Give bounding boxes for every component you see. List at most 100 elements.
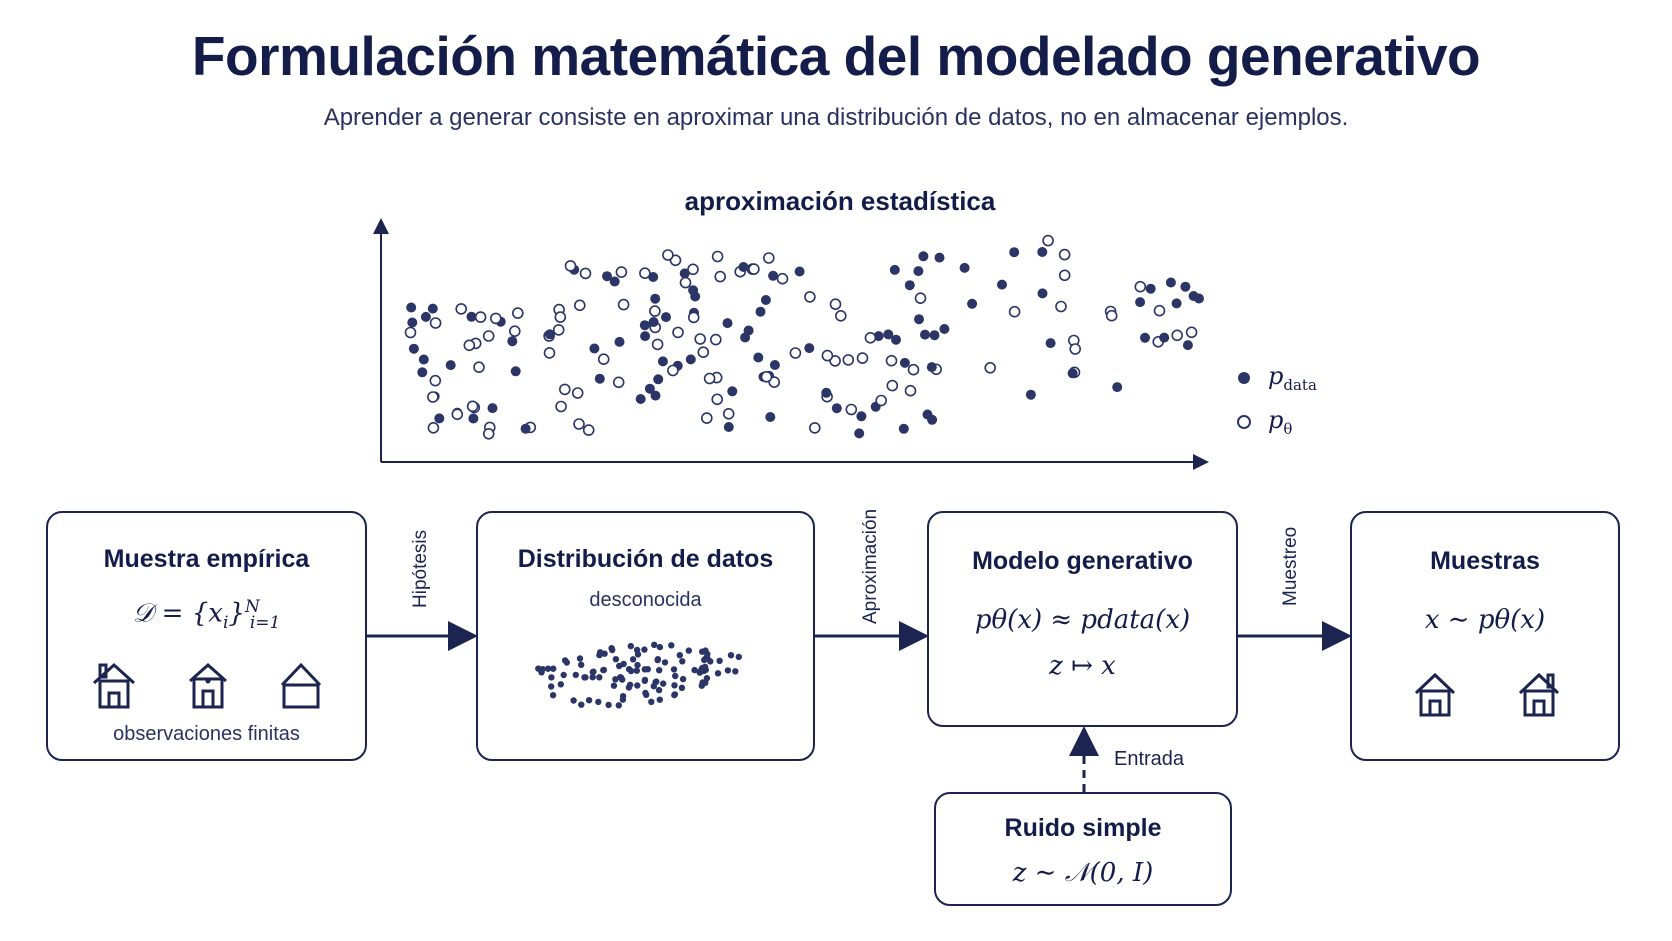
cloud-point xyxy=(582,674,589,681)
box-empirical-sample: Muestra empírica 𝒟 = {xi}Ni=1 observacio… xyxy=(46,511,367,761)
scatter-point xyxy=(1171,329,1183,342)
scatter-point xyxy=(1105,309,1118,322)
cloud-point xyxy=(701,663,709,671)
scatter-point xyxy=(1180,281,1191,292)
cloud-point xyxy=(732,668,739,675)
scatter-point xyxy=(1025,389,1036,400)
cloud-point xyxy=(660,680,667,687)
cloud-point xyxy=(563,659,570,666)
cloud-point xyxy=(641,677,648,684)
model-mapping: z ↦ x xyxy=(1049,651,1116,681)
cloud-point xyxy=(578,661,585,668)
scatter-point xyxy=(555,400,567,413)
empirical-caption: observaciones finitas xyxy=(113,723,300,745)
scatter-point xyxy=(821,387,832,398)
scatter-point xyxy=(651,338,664,351)
scatter-point xyxy=(1171,298,1182,309)
scatter-point xyxy=(406,302,417,313)
scatter-point xyxy=(765,412,776,422)
scatter-point xyxy=(776,272,789,285)
scatter-point xyxy=(1055,300,1067,313)
scatter-point xyxy=(657,356,668,367)
cloud-point xyxy=(679,658,686,665)
scatter-point xyxy=(466,311,477,322)
cloud-point xyxy=(610,682,618,689)
scatter-point xyxy=(482,427,495,440)
scatter-point xyxy=(959,262,970,273)
scatter-point xyxy=(558,383,571,396)
scatter-point xyxy=(709,333,722,346)
cloud-point xyxy=(609,646,616,654)
scatter-point xyxy=(927,414,938,425)
scatter-point xyxy=(662,249,674,261)
cloud-point xyxy=(727,652,735,659)
cloud-point xyxy=(648,698,655,705)
scatter-point xyxy=(804,343,815,354)
cloud-point xyxy=(629,656,637,663)
scatter-point xyxy=(594,373,605,384)
scatter-point xyxy=(672,326,684,339)
scatter-point xyxy=(688,285,699,296)
scatter-point xyxy=(455,303,468,315)
cloud-point xyxy=(605,701,612,709)
scatter-point xyxy=(762,252,775,264)
scatter-point xyxy=(864,331,877,344)
scatter-point xyxy=(650,390,661,401)
label-hypothesis: Hipótesis xyxy=(410,529,431,608)
cloud-point xyxy=(703,675,711,682)
cloud-point xyxy=(589,674,596,681)
scatter-point xyxy=(667,364,679,377)
scatter-point xyxy=(482,330,495,342)
scatter-point xyxy=(834,309,847,322)
scatter-point xyxy=(473,361,485,374)
cloud-point xyxy=(676,652,683,659)
house-icon xyxy=(189,662,227,709)
cloud-point xyxy=(704,655,711,662)
cloud-point xyxy=(661,659,669,666)
scatter-point xyxy=(507,336,518,347)
scatter-point xyxy=(404,326,417,339)
cloud-point xyxy=(644,666,651,673)
cloud-point xyxy=(652,678,659,686)
legend-label-ptheta: pθ xyxy=(1268,406,1293,438)
scatter-point xyxy=(434,413,445,424)
scatter-point xyxy=(926,362,937,373)
scatter-point xyxy=(649,305,661,317)
scatter-point xyxy=(685,354,696,365)
distribution-subtitle: desconocida xyxy=(589,589,702,611)
scatter-point xyxy=(711,250,724,263)
scatter-point xyxy=(760,295,771,305)
page-title: Formulación matemática del modelado gene… xyxy=(191,25,1481,87)
scatter-point xyxy=(418,354,429,365)
cloud-point xyxy=(572,671,579,679)
scatter-point xyxy=(573,418,585,430)
scatter-point xyxy=(1153,304,1166,317)
scatter-point xyxy=(639,320,650,331)
scatter-point xyxy=(898,423,909,434)
scatter-point xyxy=(854,428,865,439)
cloud-point xyxy=(643,691,650,698)
scatter-point xyxy=(687,311,700,324)
scatter-point xyxy=(602,271,612,282)
scatter-point xyxy=(1069,343,1081,355)
cloud-point xyxy=(697,667,705,674)
house-icon xyxy=(1518,672,1560,717)
scatter-point xyxy=(899,357,910,368)
cloud-point xyxy=(620,660,627,668)
cloud-point xyxy=(612,676,619,683)
scatter-point xyxy=(743,325,754,336)
scatter-point xyxy=(511,307,524,319)
scatter-point xyxy=(1194,293,1204,304)
house-icon xyxy=(280,662,322,709)
cloud-point xyxy=(548,674,555,681)
scatter-points xyxy=(404,234,1204,440)
scatter-point xyxy=(648,272,659,282)
scatter-point xyxy=(727,386,738,397)
scatter-point xyxy=(984,361,997,374)
scatter-point xyxy=(564,260,577,272)
scatter-point xyxy=(639,267,651,280)
scatter-point xyxy=(1009,247,1020,258)
scatter-point xyxy=(939,324,950,334)
scatter-point xyxy=(920,329,930,340)
cloud-point xyxy=(654,656,662,663)
